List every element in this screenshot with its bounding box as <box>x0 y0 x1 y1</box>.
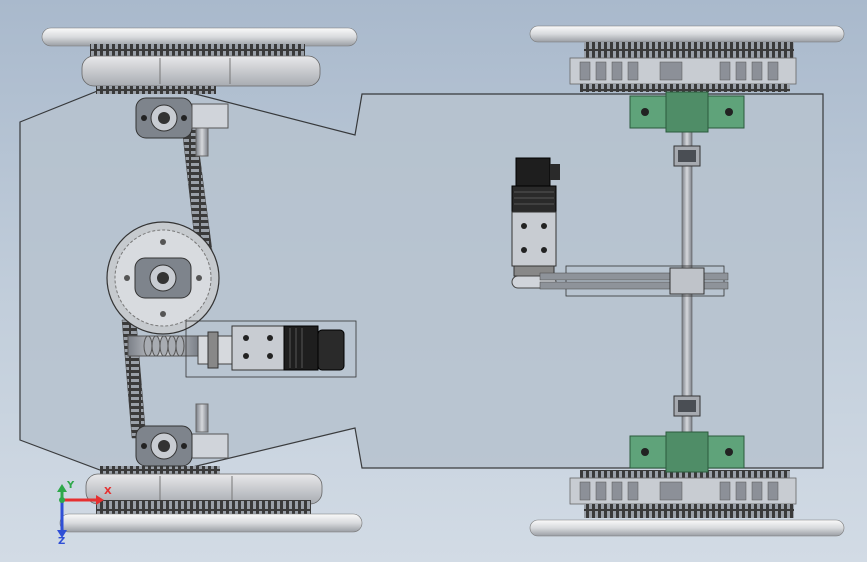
wheel-bottom-right <box>529 470 845 537</box>
coupling-top <box>673 145 701 167</box>
coupling-bottom <box>673 395 701 417</box>
bearing-block-top-right <box>629 91 745 133</box>
axis-triad <box>57 484 104 538</box>
pillow-block-bottom-left <box>135 403 229 467</box>
large-sprocket <box>106 221 220 335</box>
bearing-block-bottom-right <box>629 431 745 473</box>
wheel-top-left <box>41 27 358 94</box>
right-drive-motor <box>511 157 560 277</box>
pillow-block-top-left <box>135 97 229 157</box>
wheel-bottom-left <box>59 466 363 533</box>
left-drive-motor <box>185 320 357 378</box>
worm-gear <box>127 335 199 357</box>
wheel-top-right <box>529 25 845 92</box>
y-axis-label: Y <box>67 480 75 491</box>
x-axis-label: X <box>104 486 112 497</box>
right-belt <box>511 265 729 297</box>
z-axis-label: Z <box>58 536 66 547</box>
